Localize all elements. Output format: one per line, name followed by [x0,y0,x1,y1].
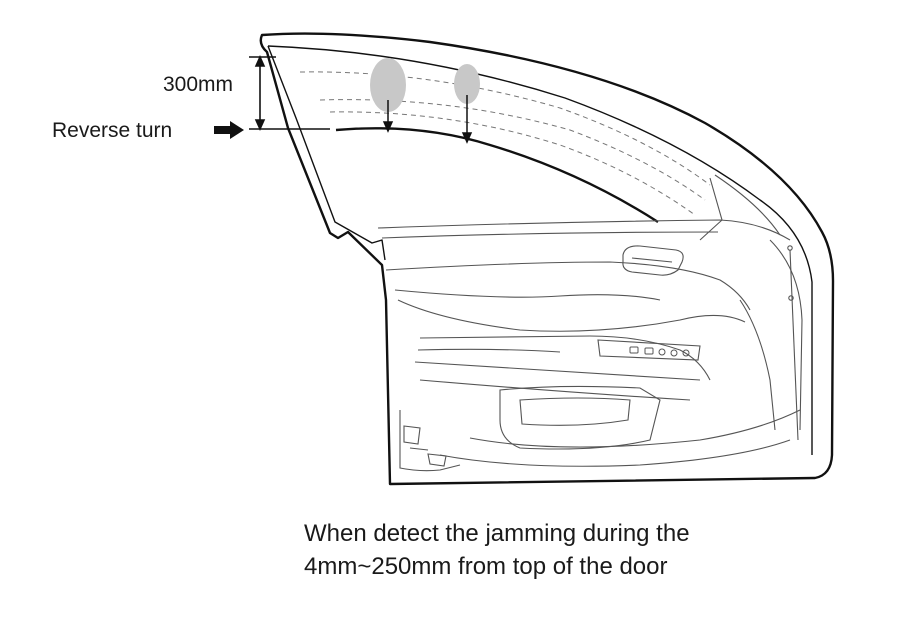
glass-travel-dashed-lines [299,71,711,216]
window-switch-buttons [629,346,690,357]
caption-line-2: 4mm~250mm from top of the door [304,553,668,580]
dimension-300mm [249,55,330,131]
reverse-turn-label: Reverse turn [52,119,173,142]
detection-arrows [382,95,473,144]
caption-line-1: When detect the jamming during the [304,520,690,547]
window-belt-line [335,127,659,224]
door-frame [259,32,835,486]
obstacle-right-ellipse [454,64,480,104]
measurement-label: 300mm [163,73,234,96]
right-arrow-icon [214,121,244,139]
door-trim-details [377,174,803,472]
caption: When detect the jamming during the 4mm~2… [304,517,690,583]
obstacle-left-ellipse [370,58,406,112]
